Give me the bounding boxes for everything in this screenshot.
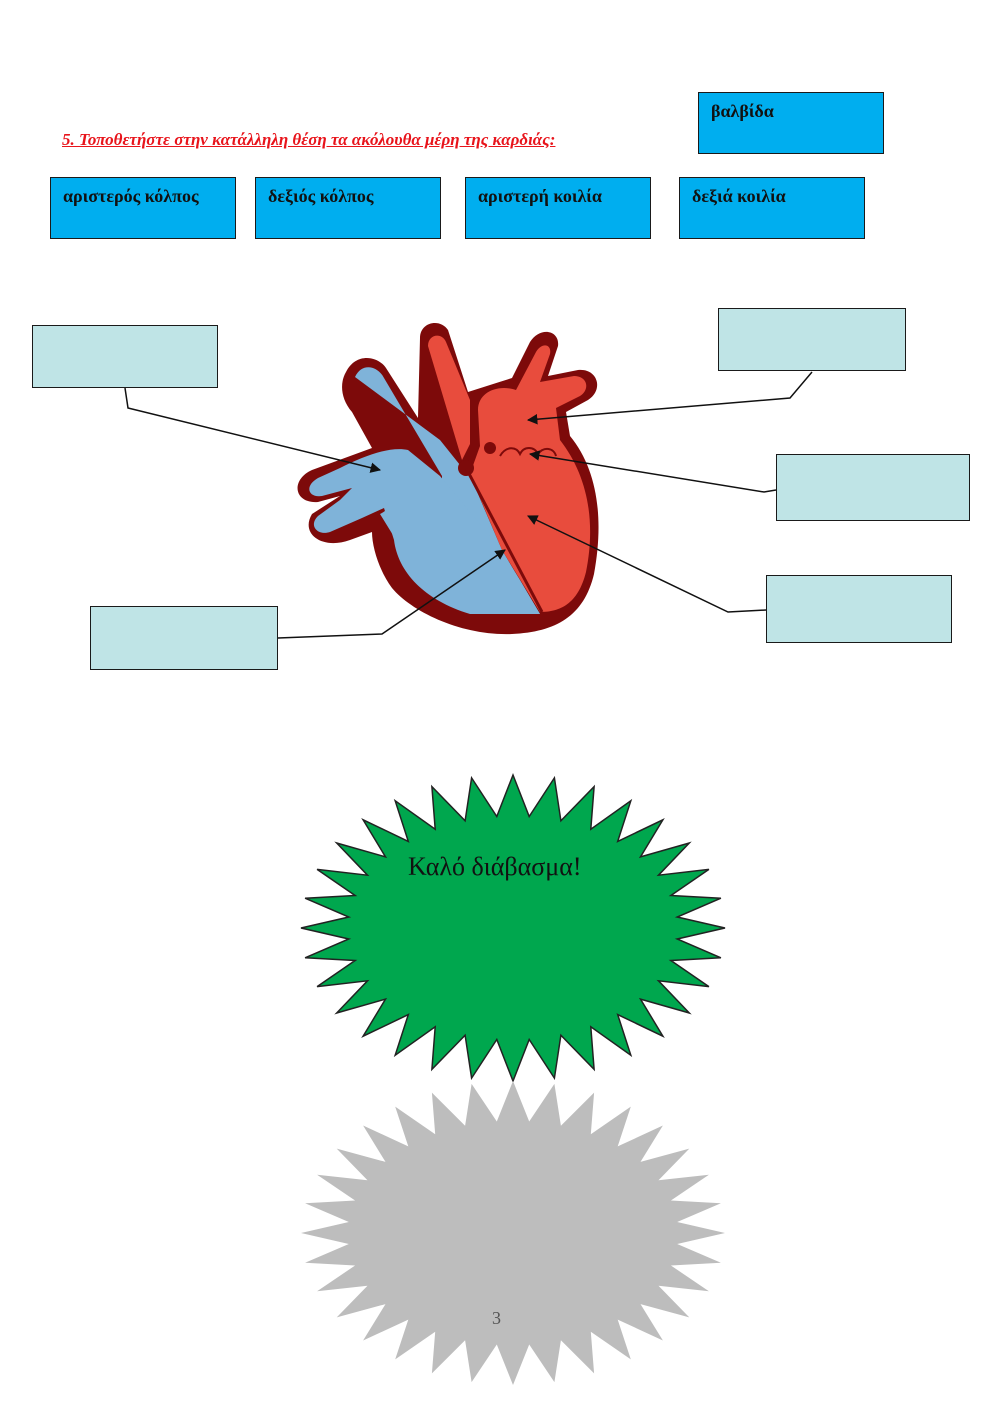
heart-red-shape — [470, 345, 591, 612]
heart-blue-lower — [309, 449, 540, 614]
heart-diagram — [124, 323, 813, 639]
leader-line-mid-right — [528, 450, 777, 493]
leader-line-top-right — [526, 371, 813, 425]
star-burst-gray — [301, 1081, 725, 1385]
heart-right-side — [309, 367, 540, 614]
star-burst-green — [300, 772, 726, 1084]
label-tile-right-ventricle[interactable]: δεξιά κοιλία — [679, 177, 865, 239]
drop-box-top-left[interactable] — [32, 325, 218, 388]
label-tile-valve[interactable]: βαλβίδα — [698, 92, 884, 154]
drop-box-middle-right[interactable] — [776, 454, 970, 521]
label-tile-right-atrium[interactable]: δεξιός κόλπος — [255, 177, 441, 239]
leader-line-top-left — [124, 387, 382, 473]
heart-left-side — [428, 335, 591, 612]
drop-box-top-right[interactable] — [718, 308, 906, 371]
heart-septum — [464, 467, 544, 613]
heart-valve-contour — [499, 447, 557, 457]
label-tile-left-ventricle[interactable]: αριστερή κοιλία — [465, 177, 651, 239]
drop-box-bottom-left[interactable] — [90, 606, 278, 670]
heart-aorta — [428, 335, 470, 460]
drop-box-bottom-right[interactable] — [766, 575, 952, 643]
closing-message: Καλό διάβασμα! — [408, 852, 582, 881]
instruction-heading: 5. Τοποθετήστε στην κατάλληλη θέση τα ακ… — [62, 130, 556, 149]
leader-line-bottom-left — [277, 549, 506, 639]
leader-line-bottom-right — [527, 515, 767, 613]
heart-valve-dot — [484, 442, 496, 454]
label-tile-left-atrium[interactable]: αριστερός κόλπος — [50, 177, 236, 239]
page-number: 3 — [492, 1308, 501, 1328]
